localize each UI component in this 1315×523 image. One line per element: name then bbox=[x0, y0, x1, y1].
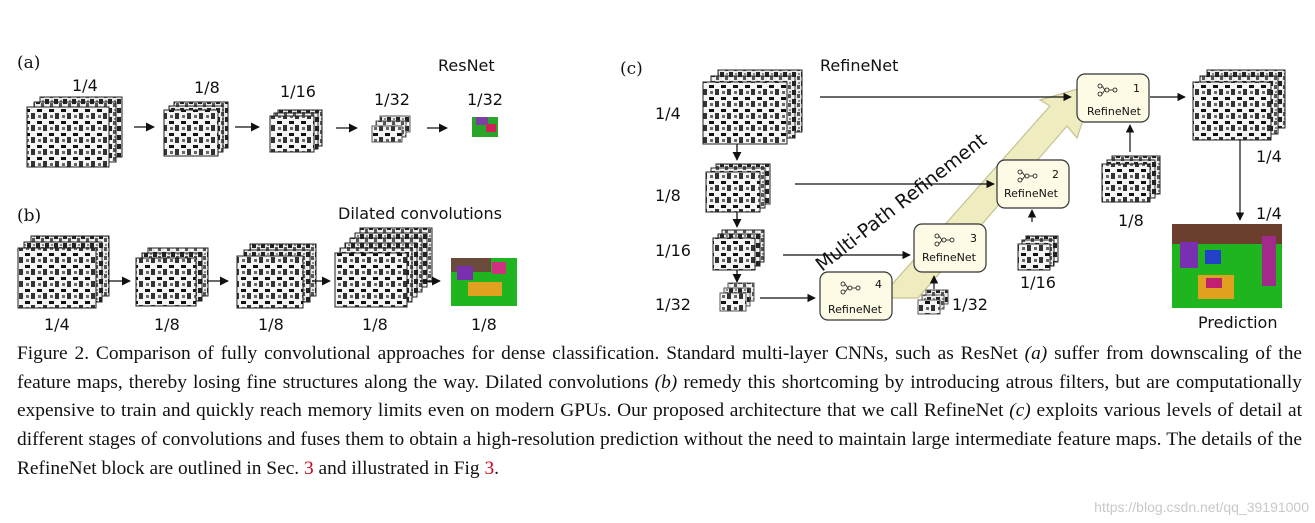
dilated-scale-4: 1/8 bbox=[362, 315, 388, 334]
figure-caption: Figure 2. Comparison of fully convolutio… bbox=[17, 340, 1302, 484]
block-number-1: 1 bbox=[1133, 82, 1140, 95]
panel-a-tag: (a) bbox=[17, 53, 40, 73]
caption-ref-b: (b) bbox=[654, 371, 678, 393]
dilated-scale-5: 1/8 bbox=[471, 315, 497, 334]
block-name-4: RefineNet bbox=[828, 303, 883, 316]
resnet-output-map bbox=[472, 117, 498, 137]
refinenet-input-1-8 bbox=[705, 163, 771, 213]
block-name-3: RefineNet bbox=[922, 251, 977, 264]
block-name-2: RefineNet bbox=[1004, 187, 1059, 200]
dilated-output-map bbox=[451, 258, 517, 306]
panel-c-tag: (c) bbox=[620, 59, 643, 79]
block-number-3: 3 bbox=[970, 232, 977, 245]
network-icon bbox=[934, 233, 955, 247]
block-name-1: RefineNet bbox=[1087, 105, 1142, 118]
prediction-scale: 1/4 bbox=[1256, 204, 1282, 223]
refinenet-input-scale-4: 1/32 bbox=[655, 295, 691, 314]
refined-map-1-16 bbox=[1017, 235, 1059, 271]
network-icon bbox=[1017, 169, 1038, 183]
network-icon bbox=[840, 281, 861, 295]
refinenet-input-scale-1: 1/4 bbox=[655, 104, 681, 123]
refined-scale-1-8: 1/8 bbox=[1118, 211, 1144, 230]
network-icon bbox=[1097, 83, 1118, 97]
caption-text-5: and illustrated in Fig bbox=[313, 457, 485, 479]
panel-a-title: ResNet bbox=[438, 56, 495, 75]
resnet-feature-map-1-8 bbox=[163, 101, 229, 157]
block-number-4: 4 bbox=[875, 278, 882, 291]
resnet-scale-2: 1/8 bbox=[194, 78, 220, 97]
dilated-feature-map-2 bbox=[135, 247, 209, 307]
section-link[interactable]: 3 bbox=[304, 457, 314, 479]
refinenet-block-2: 2 RefineNet bbox=[996, 159, 1070, 209]
resnet-scale-5: 1/32 bbox=[467, 90, 503, 109]
refinenet-input-1-4 bbox=[702, 69, 803, 145]
caption-text-1: Comparison of fully convolutional approa… bbox=[89, 343, 1025, 364]
panel-c-title: RefineNet bbox=[820, 56, 898, 75]
resnet-feature-map-1-32 bbox=[371, 115, 411, 143]
resnet-feature-map-1-16 bbox=[269, 109, 323, 153]
caption-ref-c: (c) bbox=[1009, 400, 1031, 422]
watermark: https://blog.csdn.net/qq_39191000 bbox=[1094, 499, 1309, 515]
dilated-scale-3: 1/8 bbox=[258, 315, 284, 334]
refinenet-input-scale-2: 1/8 bbox=[655, 186, 681, 205]
prediction-label: Prediction bbox=[1198, 313, 1277, 332]
dilated-scale-2: 1/8 bbox=[154, 315, 180, 334]
figure-label: Figure 2. bbox=[17, 343, 90, 364]
refined-scale-1-32: 1/32 bbox=[952, 295, 988, 314]
caption-text-2: suffer from downscaling of the feature m… bbox=[17, 343, 1302, 393]
panel-b-tag: (b) bbox=[17, 206, 41, 226]
figure-link[interactable]: 3 bbox=[484, 457, 495, 479]
block-number-2: 2 bbox=[1052, 168, 1059, 181]
refined-map-1-8 bbox=[1101, 155, 1161, 203]
refined-scale-1-4: 1/4 bbox=[1256, 147, 1282, 166]
refined-scale-1-16: 1/16 bbox=[1020, 273, 1056, 292]
panel-b-title: Dilated convolutions bbox=[338, 204, 502, 223]
refinenet-block-1: 1 RefineNet bbox=[1076, 73, 1150, 123]
resnet-scale-1: 1/4 bbox=[72, 76, 98, 95]
refinenet-block-3: 3 RefineNet bbox=[913, 223, 987, 273]
prediction-map bbox=[1172, 224, 1282, 308]
refined-map-1-4 bbox=[1192, 69, 1286, 141]
dilated-feature-map-4 bbox=[334, 227, 433, 308]
caption-text-6: . bbox=[494, 457, 499, 479]
dilated-scale-1: 1/4 bbox=[44, 315, 70, 334]
refinenet-input-1-32 bbox=[719, 282, 755, 312]
refined-map-1-32 bbox=[917, 289, 949, 315]
dilated-feature-map-1 bbox=[17, 235, 110, 309]
resnet-feature-map-1-4 bbox=[26, 96, 123, 168]
caption-text-3: remedy this shortcoming by introducing a… bbox=[17, 371, 1302, 422]
refinenet-input-scale-3: 1/16 bbox=[655, 241, 691, 260]
caption-text-4: exploits various levels of detail at dif… bbox=[17, 400, 1303, 479]
refinenet-block-4: 4 RefineNet bbox=[819, 271, 893, 321]
dilated-feature-map-3 bbox=[236, 243, 317, 309]
refinenet-input-1-16 bbox=[712, 229, 765, 271]
caption-ref-a: (a) bbox=[1024, 343, 1048, 364]
resnet-scale-4: 1/32 bbox=[374, 90, 410, 109]
figure-diagram: (a) ResNet 1/4 1/8 1/16 1/32 1/32 (b) Di… bbox=[17, 53, 1286, 334]
resnet-scale-3: 1/16 bbox=[280, 82, 316, 101]
